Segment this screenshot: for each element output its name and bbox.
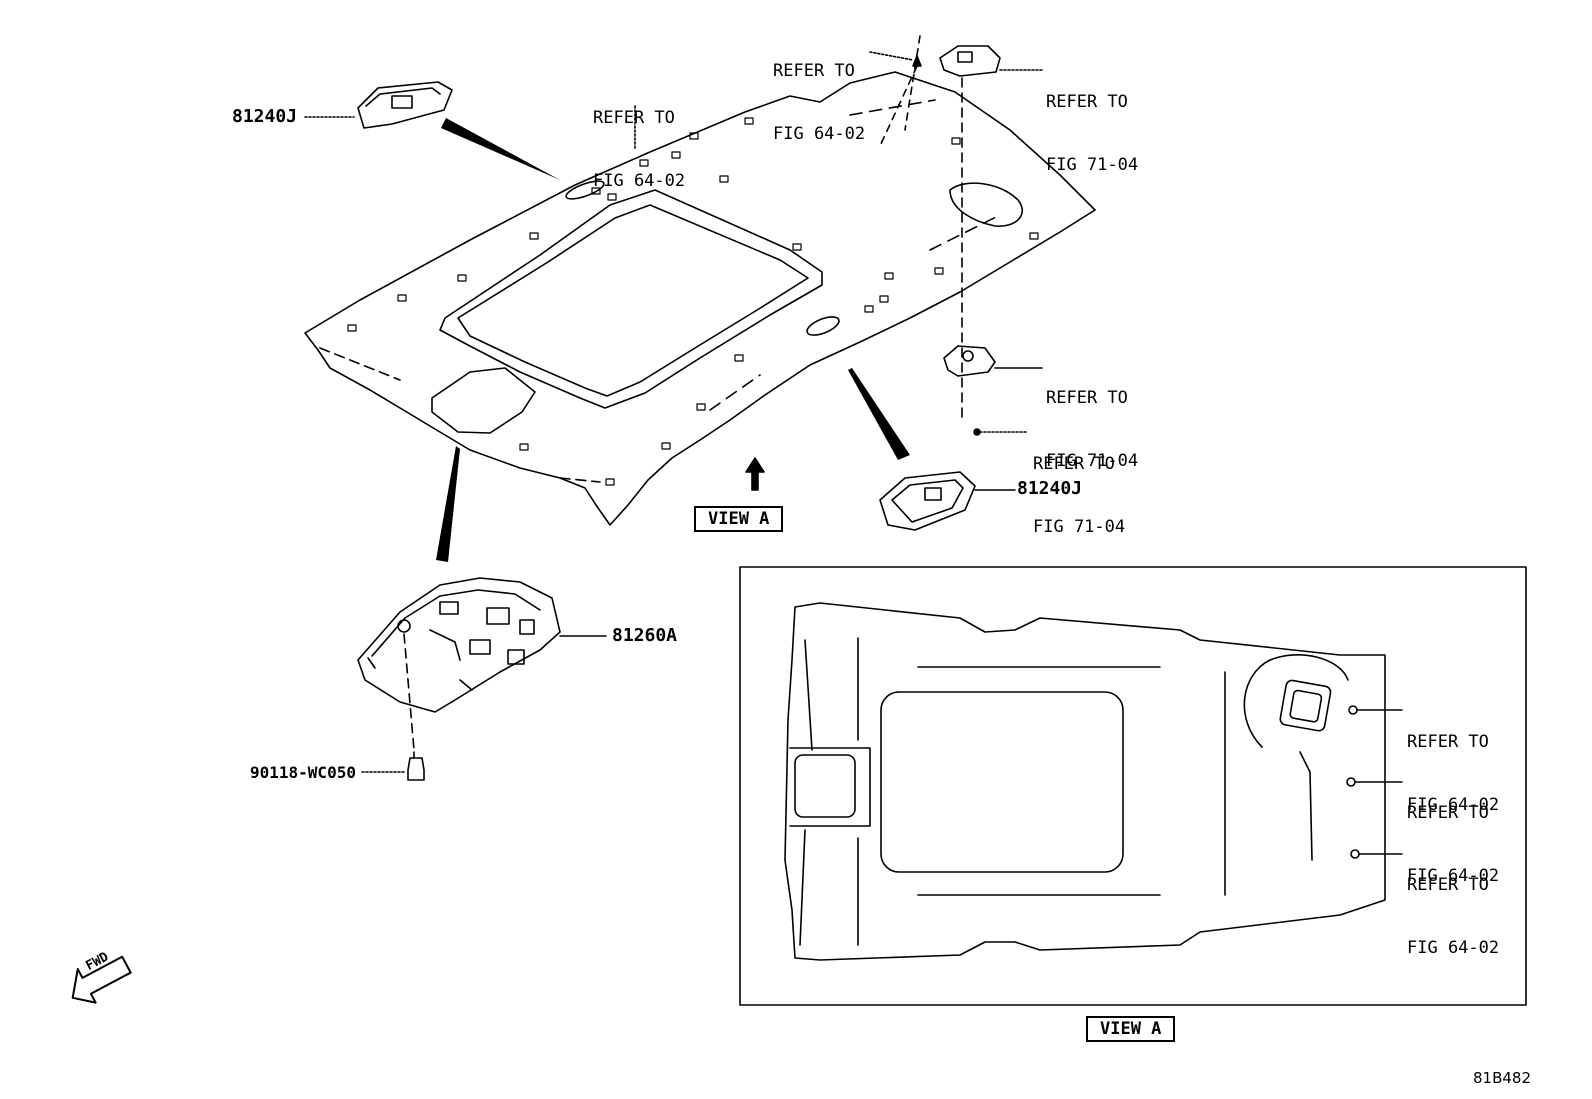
figure-code: 81B482 [1473,1069,1532,1087]
refer-line-1: REFER TO [1046,388,1128,408]
inset-refer-to-fig-64-02-1: REFER TO FIG 64-02 [1407,690,1499,837]
refer-line-1: REFER TO [1407,732,1489,752]
refer-line-2: FIG 64-02 [593,171,686,191]
refer-to-fig-71-04-mid: REFER TO FIG 71-04 [1046,346,1138,493]
refer-to-fig-64-02-pin: REFER TO FIG 64-02 [773,19,865,166]
pointer-wedge-console [436,446,460,562]
view-a-headliner-top-view [784,602,1403,961]
refer-line-1: REFER TO [1407,875,1489,895]
refer-line-2: FIG 64-02 [1407,866,1500,886]
screw-part [361,751,425,781]
clip-pin-top [869,35,922,147]
refer-line-2: FIG 64-02 [1407,795,1500,815]
refer-line-2: FIG 71-04 [1033,517,1126,537]
part-number-81260a: 81260A [612,625,678,646]
rear-lamp-top [939,45,1043,421]
refer-to-fig-71-04-screw: REFER TO FIG 71-04 [1033,412,1125,559]
view-a-marker: VIEW A [694,506,784,532]
refer-to-fig-64-02-center: REFER TO FIG 64-02 [593,66,685,213]
refer-line-2: FIG 64-02 [1407,938,1500,958]
part-number-81240j-right: 81240J [1017,478,1083,499]
headliner-panel [304,71,1096,526]
view-a-inset-frame [739,566,1527,1006]
map-lamp-right [879,471,1016,531]
pointer-wedge-top [441,118,560,180]
part-number-81240j-top: 81240J [232,106,298,127]
view-a-caption: VIEW A [1086,1016,1176,1042]
pointer-wedge-right [848,368,910,460]
overhead-console [357,577,607,751]
refer-line-1: REFER TO [773,61,855,81]
refer-line-2: FIG 71-04 [1046,155,1139,175]
rear-lamp-mid [943,345,1043,436]
part-number-screw: 90118-WC050 [250,763,356,782]
refer-to-fig-71-04-top: REFER TO FIG 71-04 [1046,50,1138,197]
refer-line-1: REFER TO [1046,92,1128,112]
refer-line-1: REFER TO [1033,454,1115,474]
refer-line-1: REFER TO [1407,803,1489,823]
inset-refer-to-fig-64-02-2: REFER TO FIG 64-02 [1407,761,1499,908]
inset-refer-to-fig-64-02-3: REFER TO FIG 64-02 [1407,833,1499,980]
refer-line-1: REFER TO [593,108,675,128]
refer-line-2: FIG 71-04 [1046,451,1139,471]
refer-line-2: FIG 64-02 [773,124,866,144]
map-lamp-top-left [304,81,453,129]
fwd-arrow [71,955,132,1004]
